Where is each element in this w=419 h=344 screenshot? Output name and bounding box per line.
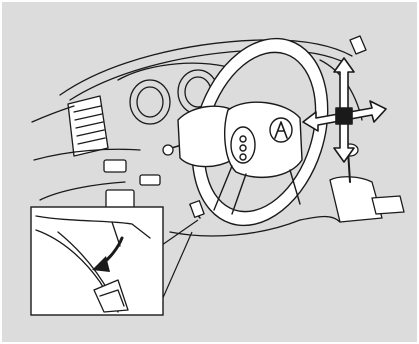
- inset-leader-line-top: [161, 219, 199, 246]
- inset-detail: [30, 206, 199, 316]
- inset-leader-line-bottom: [161, 231, 193, 301]
- inset-frame: [30, 206, 164, 316]
- four-way-adjust-arrows-icon: [302, 57, 387, 163]
- acura-logo-icon: [269, 117, 293, 143]
- down-arrow-icon: [92, 236, 124, 272]
- steering-wheel: [177, 37, 329, 227]
